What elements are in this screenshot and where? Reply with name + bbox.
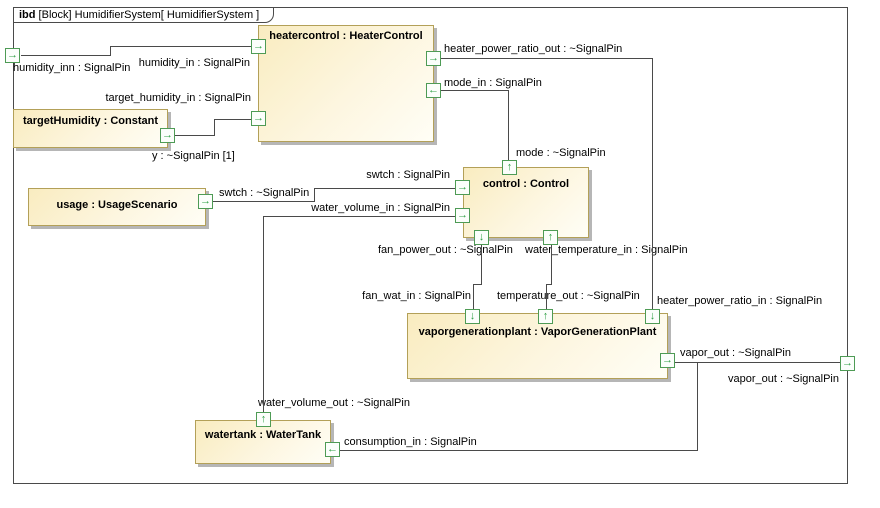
pin-label-fan-wat-in: fan_wat_in : SignalPin [362,290,471,302]
pin-label-water-volume-in: water_volume_in : SignalPin [311,202,450,214]
block-label: watertank : WaterTank [204,429,322,441]
port-arrow-up-icon: ↑ [547,231,554,243]
port-heater-power-ratio-out[interactable]: → [426,51,441,66]
port-humidity-inn[interactable]: → [5,48,20,63]
diagram-title-tab: ibd [Block] HumidifierSystem[ Humidifier… [13,7,275,23]
port-arrow-right-icon: → [253,112,264,124]
block-vaporgenerationplant[interactable]: vaporgenerationplant : VaporGenerationPl… [407,313,668,379]
block-label: heatercontrol : HeaterControl [269,30,423,42]
pin-label-humidity-inn: humidity_inn : SignalPin [13,62,131,74]
pin-label-swtch-out: swtch : ~SignalPin [219,187,310,199]
port-arrow-up-icon: ↑ [542,310,549,322]
port-arrow-right-icon: → [457,209,468,221]
port-arrow-down-icon: ↓ [469,310,476,322]
port-mode-in[interactable]: ← [426,83,441,98]
pin-label-mode-in: mode_in : SignalPin [444,77,542,89]
port-arrow-right-icon: → [200,195,211,207]
pin-label-consumption-in: consumption_in : SignalPin [344,436,477,448]
port-humidity-in[interactable]: → [251,39,266,54]
diagram-title-text: [Block] HumidifierSystem[ HumidifierSyst… [35,9,260,21]
block-control[interactable]: control : Control [463,167,589,238]
port-arrow-left-icon: ← [327,443,338,455]
port-mode[interactable]: ↑ [502,160,517,175]
port-fan-power-out[interactable]: ↓ [474,230,489,245]
block-label: control : Control [482,178,570,190]
block-usage[interactable]: usage : UsageScenario [28,188,206,226]
pin-label-heater-power-ratio-out: heater_power_ratio_out : ~SignalPin [444,43,623,55]
pin-label-swtch-in: swtch : SignalPin [366,169,450,181]
port-y[interactable]: → [160,128,175,143]
block-label: targetHumidity : Constant [22,115,159,127]
block-targethumidity[interactable]: targetHumidity : Constant [13,109,168,148]
port-arrow-right-icon: → [662,354,673,366]
port-swtch-in[interactable]: → [455,180,470,195]
block-label: vaporgenerationplant : VaporGenerationPl… [418,326,657,338]
pin-label-humidity-in: humidity_in : SignalPin [138,57,250,69]
port-arrow-right-icon: → [428,52,439,64]
port-swtch-out[interactable]: → [198,194,213,209]
port-target-humidity-in[interactable]: → [251,111,266,126]
port-arrow-up-icon: ↑ [506,161,513,173]
port-water-temperature-in[interactable]: ↑ [543,230,558,245]
pin-label-water-temperature-in: water_temperature_in : SignalPin [525,244,688,256]
port-arrow-right-icon: → [842,357,853,369]
pin-label-vapor-out: vapor_out : ~SignalPin [680,347,791,359]
diagram-kind-keyword: ibd [19,9,36,21]
block-label: usage : UsageScenario [56,199,178,211]
port-consumption-in[interactable]: ← [325,442,340,457]
pin-label-temperature-out: temperature_out : ~SignalPin [497,290,640,302]
pin-label-heater-power-ratio-in: heater_power_ratio_in : SignalPin [657,295,823,307]
port-arrow-right-icon: → [253,40,264,52]
port-arrow-right-icon: → [457,181,468,193]
pin-label-target-humidity-in: target_humidity_in : SignalPin [105,92,251,104]
port-vapor-out-frame[interactable]: → [840,356,855,371]
port-fan-wat-in[interactable]: ↓ [465,309,480,324]
port-water-volume-in[interactable]: → [455,208,470,223]
port-arrow-down-icon: ↓ [649,310,656,322]
port-temperature-out[interactable]: ↑ [538,309,553,324]
pin-label-y: y : ~SignalPin [1] [152,150,235,162]
pin-label-fan-power-out: fan_power_out : ~SignalPin [378,244,513,256]
port-arrow-right-icon: → [162,129,173,141]
port-arrow-up-icon: ↑ [260,413,267,425]
port-arrow-down-icon: ↓ [478,231,485,243]
block-heatercontrol[interactable]: heatercontrol : HeaterControl [258,25,434,142]
pin-label-mode: mode : ~SignalPin [516,147,606,159]
port-arrow-left-icon: ← [428,84,439,96]
port-heater-power-ratio-in[interactable]: ↓ [645,309,660,324]
port-water-volume-out[interactable]: ↑ [256,412,271,427]
port-vapor-out[interactable]: → [660,353,675,368]
pin-label-water-volume-out: water_volume_out : ~SignalPin [258,397,410,409]
port-arrow-right-icon: → [7,49,18,61]
diagram-frame [13,7,848,484]
block-watertank[interactable]: watertank : WaterTank [195,420,331,464]
pin-label-vapor-out-frame: vapor_out : ~SignalPin [728,373,839,385]
